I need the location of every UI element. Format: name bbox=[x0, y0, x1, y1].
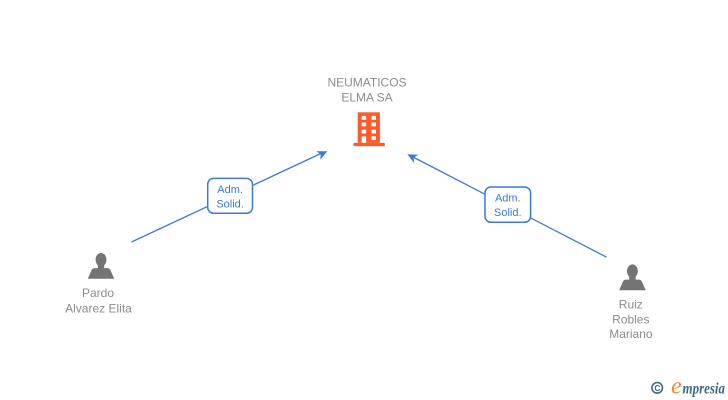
svg-text:C: C bbox=[654, 383, 660, 393]
svg-text:NEUMATICOS: NEUMATICOS bbox=[327, 75, 406, 89]
svg-text:e: e bbox=[671, 374, 682, 400]
svg-text:Pardo: Pardo bbox=[82, 286, 114, 300]
svg-text:Adm.: Adm. bbox=[495, 193, 521, 205]
svg-text:Adm.: Adm. bbox=[217, 184, 243, 196]
svg-text:Mariano: Mariano bbox=[609, 327, 653, 341]
svg-text:Ruiz: Ruiz bbox=[619, 298, 643, 312]
svg-text:Alvarez Elita: Alvarez Elita bbox=[65, 301, 132, 315]
svg-text:mpresia: mpresia bbox=[683, 381, 726, 398]
svg-text:Solid.: Solid. bbox=[494, 207, 522, 219]
svg-text:Robles: Robles bbox=[612, 313, 649, 327]
svg-text:ELMA SA: ELMA SA bbox=[341, 90, 392, 104]
svg-text:Solid.: Solid. bbox=[216, 198, 244, 210]
